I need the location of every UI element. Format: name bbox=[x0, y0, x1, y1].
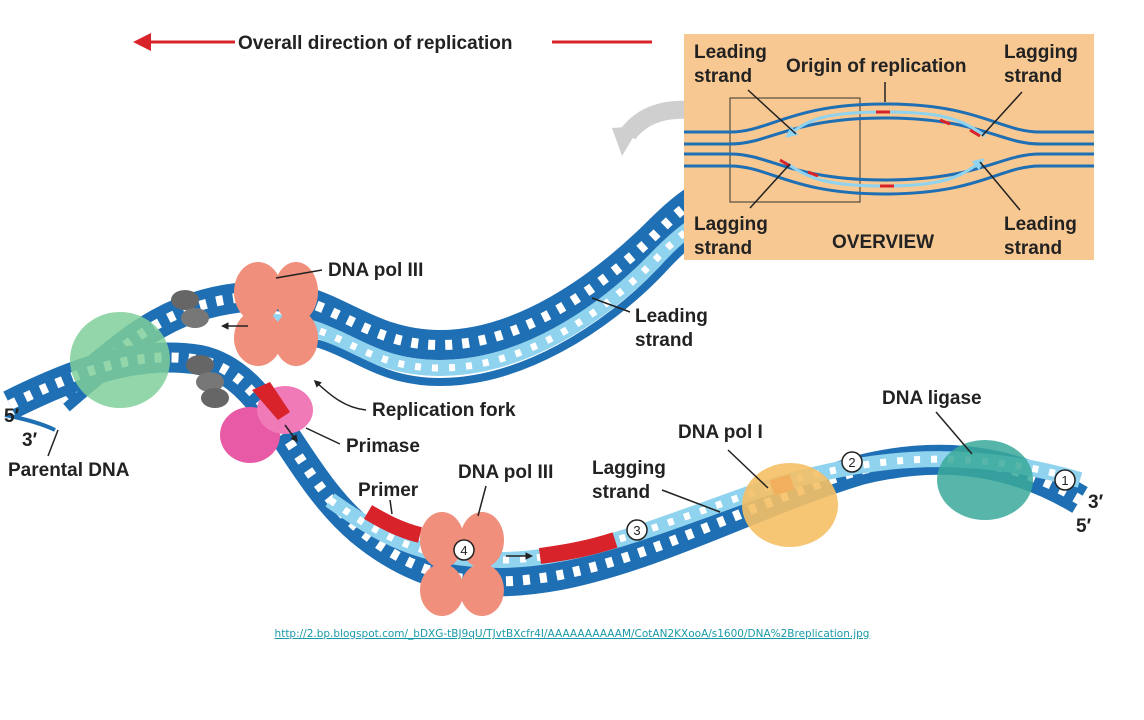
label-parental-dna: Parental DNA bbox=[8, 460, 130, 481]
overview-label-lagging-tr-2: strand bbox=[1004, 66, 1062, 87]
overview-label-leading-br-1: Leading bbox=[1004, 214, 1077, 235]
label-dna-ligase: DNA ligase bbox=[882, 388, 982, 409]
label-replication-fork: Replication fork bbox=[372, 400, 516, 421]
label-3prime-right: 3′ bbox=[1088, 492, 1104, 513]
leader-dna-ligase bbox=[935, 411, 973, 455]
source-link[interactable]: http://2.bp.blogspot.com/_bDXG-tBJ9qU/TJ… bbox=[274, 628, 870, 640]
ssb-protein bbox=[70, 312, 170, 408]
label-3prime-left: 3′ bbox=[22, 430, 38, 451]
label-primase: Primase bbox=[346, 436, 420, 457]
svg-text:3: 3 bbox=[633, 523, 640, 538]
leader-leading-strand bbox=[591, 297, 631, 313]
step-marker-3: 3 bbox=[626, 519, 648, 541]
overview-label-lagging-bl-2: strand bbox=[694, 238, 752, 259]
leader-dna-pol-i bbox=[727, 449, 769, 489]
label-dna-pol-iii-top: DNA pol III bbox=[328, 260, 423, 281]
label-5prime-right: 5′ bbox=[1076, 516, 1092, 537]
overview-label-leading-br-2: strand bbox=[1004, 238, 1062, 259]
step-marker-1: 1 bbox=[1054, 469, 1076, 491]
svg-text:2: 2 bbox=[848, 455, 855, 470]
overview-label-leading-tl-1: Leading bbox=[694, 42, 767, 63]
leader-dna-pol-iii-top bbox=[275, 269, 323, 279]
dna-pol-iii-top bbox=[221, 262, 318, 366]
overview-label-lagging-bl-1: Lagging bbox=[694, 214, 768, 235]
overview-pointer-head bbox=[612, 126, 640, 156]
label-primer: Primer bbox=[358, 480, 419, 501]
direction-label: Overall direction of replication bbox=[238, 33, 513, 54]
svg-text:1: 1 bbox=[1061, 473, 1068, 488]
leader-dna-pol-iii-bottom bbox=[477, 485, 487, 517]
label-dna-pol-iii-bottom: DNA pol III bbox=[458, 462, 553, 483]
dna-ligase bbox=[937, 440, 1033, 520]
label-lagging-strand-1: Lagging bbox=[592, 458, 666, 479]
helicase bbox=[171, 290, 229, 408]
leader-parental-dna bbox=[47, 429, 59, 457]
overview-panel bbox=[684, 34, 1094, 260]
leader-primer bbox=[389, 499, 393, 515]
dna-pol-iii-bottom bbox=[420, 512, 533, 616]
dna-pol-i bbox=[742, 463, 838, 547]
step-marker-2: 2 bbox=[841, 451, 863, 473]
label-leading-strand-2: strand bbox=[635, 330, 693, 351]
overview-title: OVERVIEW bbox=[832, 232, 934, 253]
label-lagging-strand-2: strand bbox=[592, 482, 650, 503]
leader-primase bbox=[305, 427, 341, 445]
label-leading-strand-1: Leading bbox=[635, 306, 708, 327]
svg-text:4: 4 bbox=[460, 543, 467, 558]
step-marker-4: 4 bbox=[453, 539, 475, 561]
parental-tail bbox=[4, 413, 56, 432]
label-dna-pol-i: DNA pol I bbox=[678, 422, 763, 443]
leader-lagging-strand bbox=[661, 489, 721, 513]
overview-label-lagging-tr-1: Lagging bbox=[1004, 42, 1078, 63]
overview-label-leading-tl-2: strand bbox=[694, 66, 752, 87]
label-5prime-left: 5′ bbox=[4, 406, 20, 427]
primase bbox=[220, 382, 313, 463]
overview-label-origin: Origin of replication bbox=[786, 56, 967, 77]
leader-replication-fork bbox=[313, 379, 367, 411]
